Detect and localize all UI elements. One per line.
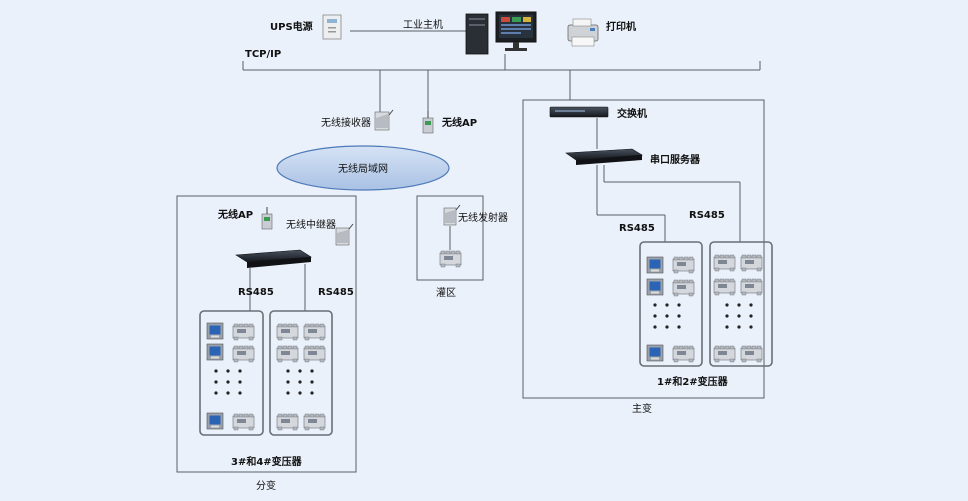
irrigation-area-box: [416, 195, 484, 281]
ups-icon: [322, 14, 342, 40]
wireless-transmitter-icon: [443, 204, 461, 226]
tcpip-label: TCP/IP: [245, 49, 281, 60]
switch-icon: [549, 106, 609, 118]
sub-rack-right: [269, 310, 333, 436]
sub-rack-left: [199, 310, 264, 436]
serial-server-icon: [565, 148, 643, 165]
printer-icon: [567, 18, 599, 47]
sub-rack-right-meters: [276, 323, 326, 431]
sub-rack-left-meters: [206, 322, 255, 431]
wireless-receiver-label: 无线接收器: [321, 116, 371, 129]
irrigation-meter-icon: [439, 250, 462, 268]
rs485-sub-left-label: RS485: [238, 287, 274, 298]
sub-wireless-ap-icon: [261, 206, 273, 230]
rs485-main-right-label: RS485: [689, 210, 725, 221]
main-rack-left: [639, 241, 703, 367]
main-rack-left-meters: [646, 256, 695, 363]
transformers-main-label: 1#和2#变压器: [657, 375, 729, 388]
industrial-host-icon: [465, 11, 537, 55]
repeater-icon: [335, 223, 354, 246]
repeater-label: 无线中继器: [286, 218, 336, 231]
rs485-main-left-label: RS485: [619, 223, 655, 234]
irrigation-area-label: 灌区: [436, 287, 456, 299]
wlan-label: 无线局域网: [338, 162, 388, 175]
wlan-cloud: [276, 145, 450, 191]
main-rack-right-meters: [713, 254, 763, 363]
main-rack-right: [709, 241, 773, 367]
ups-label: UPS电源: [270, 20, 313, 33]
transformers-sub-label: 3#和4#变压器: [231, 455, 303, 468]
host-label: 工业主机: [403, 18, 443, 31]
sub-serial-server-icon: [235, 249, 312, 268]
sub-wireless-ap-label: 无线AP: [217, 208, 253, 221]
main-station-label: 主变: [632, 402, 652, 415]
switch-label: 交换机: [617, 107, 647, 120]
sub-station-box: [176, 195, 357, 473]
rs485-sub-right-label: RS485: [318, 287, 354, 298]
wireless-receiver-icon: [374, 109, 394, 131]
transmitter-label: 无线发射器: [458, 211, 508, 224]
wireless-ap-icon: [422, 110, 434, 134]
printer-label: 打印机: [606, 20, 636, 33]
sub-station-label: 分变: [256, 479, 276, 492]
serial-server-label: 串口服务器: [650, 153, 701, 166]
main-station-box: [522, 99, 765, 399]
wireless-ap-label: 无线AP: [441, 116, 477, 129]
